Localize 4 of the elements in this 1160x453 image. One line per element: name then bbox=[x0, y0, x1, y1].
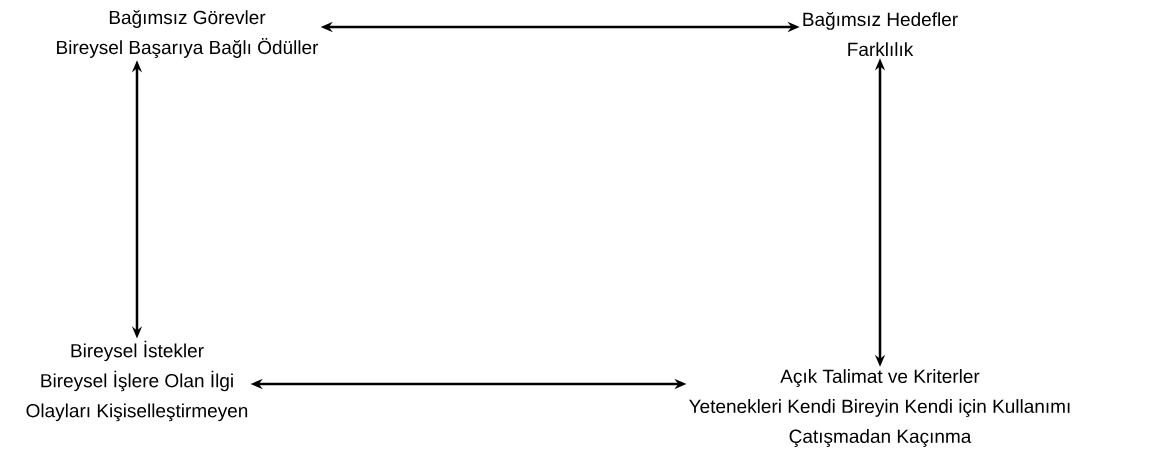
text-label: Bağımsız Görevler Bireysel Başarıya Bağlı Ödüller bbox=[57, 10, 319, 58]
text-label: Bireysel İstekler Bireysel İşlere Olan İlgi Olayları Kişiselleştirmeyen bbox=[26, 340, 248, 422]
text-label: Bağımsız Hedefler Farklılık bbox=[803, 11, 958, 57]
text-label: Açık Talimat ve Kriterler Yetenekleri Kendi Bireyin Kendi için Kullanımı Çatışmadan Kaçınma bbox=[689, 369, 1070, 447]
